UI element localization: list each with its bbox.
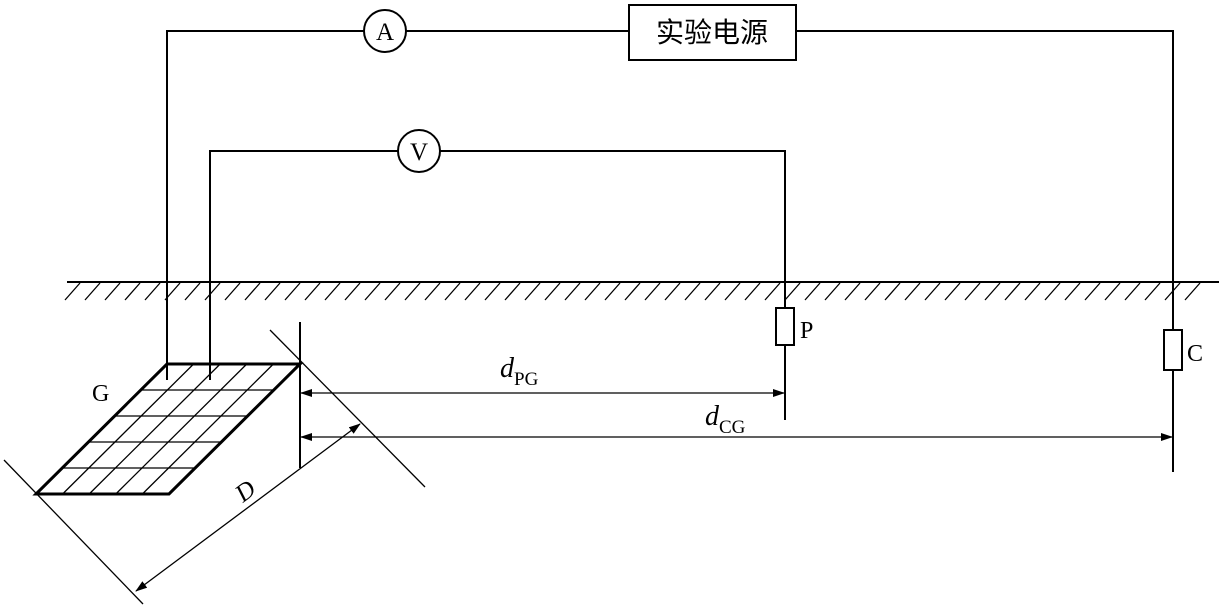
diagonal-extension-lower <box>3 459 144 605</box>
ground-hatch-mark <box>944 282 961 301</box>
potential-probe: P <box>775 307 813 420</box>
grid-mesh-column <box>141 363 274 495</box>
current-wire-right <box>796 30 1174 330</box>
current-circuit <box>166 30 1174 380</box>
ground-hatch-mark <box>224 282 241 301</box>
potential-probe-body <box>775 307 795 346</box>
dpg-label-sub: PG <box>514 369 539 390</box>
ground-hatch-mark <box>164 282 181 301</box>
voltage-wire-right <box>440 150 786 308</box>
ground-hatch-mark <box>784 282 801 301</box>
ground-hatch-mark <box>724 282 741 301</box>
current-probe-body <box>1163 329 1183 371</box>
ground-hatch-mark <box>344 282 361 301</box>
grid-mesh-column <box>62 363 195 495</box>
ground-hatch-mark <box>424 282 441 301</box>
dcg-label-sub: CG <box>719 417 746 438</box>
ground-hatch-mark <box>1004 282 1021 301</box>
ground-hatch-mark <box>524 282 541 301</box>
ground-hatch-mark <box>604 282 621 301</box>
voltmeter: V <box>397 129 441 173</box>
diagonal-extension-upper <box>269 329 426 488</box>
ammeter-circle <box>363 9 407 53</box>
ground-hatch-mark <box>1124 282 1141 301</box>
ground-hatch-mark <box>64 282 81 301</box>
ground-hatch-mark <box>324 282 341 301</box>
ground-hatch-mark <box>1064 282 1081 301</box>
ground-hatch-mark <box>204 282 221 301</box>
grounding-grid: G <box>32 362 304 496</box>
ground-hatch-mark <box>264 282 281 301</box>
ground-hatch-mark <box>364 282 381 301</box>
ground-hatch-mark <box>564 282 581 301</box>
diagonal-d-label: D <box>230 475 261 508</box>
ground-hatch-mark <box>964 282 981 301</box>
ground-hatch-mark <box>544 282 561 301</box>
ground-hatch-mark <box>1084 282 1101 301</box>
ground-surface <box>64 281 1219 301</box>
ground-hatch-mark <box>404 282 421 301</box>
dcg-label-d: d <box>705 401 720 432</box>
current-wire-left <box>166 30 364 380</box>
ground-hatch-mark <box>1144 282 1161 301</box>
ground-hatch-mark <box>464 282 481 301</box>
ground-hatch-mark <box>484 282 501 301</box>
dpg-label: dPG <box>500 353 539 390</box>
ground-hatch-mark <box>924 282 941 301</box>
ground-hatch-mark <box>1104 282 1121 301</box>
ground-hatch-mark <box>444 282 461 301</box>
ground-hatch-mark <box>1044 282 1061 301</box>
grid-outline <box>32 362 304 496</box>
ground-hatch-mark <box>684 282 701 301</box>
test-power-source-box <box>628 4 797 61</box>
ground-hatch-mark <box>304 282 321 301</box>
test-power-source: 实验电源 <box>628 4 797 61</box>
ground-hatching <box>64 282 1201 301</box>
ground-hatch-mark <box>184 282 201 301</box>
diagonal-d-dimension-arrow <box>135 423 361 592</box>
current-probe: C <box>1163 329 1203 472</box>
potential-probe-label: P <box>800 318 813 344</box>
grid-label: G <box>92 381 109 407</box>
ground-hatch-mark <box>864 282 881 301</box>
ground-hatch-mark <box>804 282 821 301</box>
ground-hatch-mark <box>764 282 781 301</box>
dcg-label: dCG <box>705 401 746 438</box>
ground-hatch-mark <box>904 282 921 301</box>
ground-hatch-mark <box>124 282 141 301</box>
ground-hatch-mark <box>284 282 301 301</box>
ground-hatch-mark <box>704 282 721 301</box>
ground-hatch-mark <box>584 282 601 301</box>
ammeter: A <box>363 9 407 53</box>
dpg-label-d: d <box>500 353 515 384</box>
ground-hatch-mark <box>644 282 661 301</box>
voltage-circuit <box>209 150 786 380</box>
ground-hatch-mark <box>984 282 1001 301</box>
ground-hatch-mark <box>744 282 761 301</box>
voltmeter-label: V <box>410 139 428 166</box>
ground-hatch-mark <box>104 282 121 301</box>
ground-hatch-mark <box>144 282 161 301</box>
voltage-wire-left <box>209 150 398 380</box>
ground-hatch-mark <box>824 282 841 301</box>
ground-hatch-mark <box>504 282 521 301</box>
ground-hatch-mark <box>1024 282 1041 301</box>
grid-mesh-column <box>115 363 248 495</box>
current-probe-label: C <box>1187 341 1203 367</box>
ground-hatch-mark <box>1184 282 1201 301</box>
ground-hatch-mark <box>624 282 641 301</box>
ammeter-label: A <box>376 19 394 46</box>
ground-hatch-mark <box>244 282 261 301</box>
ground-hatch-mark <box>84 282 101 301</box>
ground-hatch-mark <box>384 282 401 301</box>
ground-hatch-mark <box>664 282 681 301</box>
voltmeter-circle <box>397 129 441 173</box>
ground-hatch-mark <box>884 282 901 301</box>
ground-hatch-mark <box>844 282 861 301</box>
test-power-source-label: 实验电源 <box>656 16 768 49</box>
ground-hatch-mark <box>1164 282 1181 301</box>
